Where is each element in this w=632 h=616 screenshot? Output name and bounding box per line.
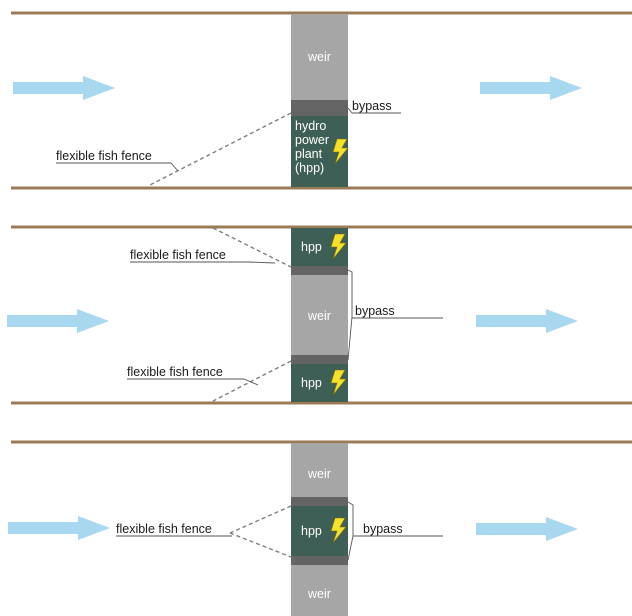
bypass-label-2: bypass — [355, 304, 395, 318]
hpp-label-3: hpp — [301, 524, 322, 538]
fence-label-2a: flexible fish fence — [130, 248, 226, 262]
bypass-leader-1 — [347, 107, 353, 114]
weir-block-1 — [291, 14, 348, 100]
fence-leader-1 — [170, 162, 179, 172]
panel-1: weir hydro power plant (hpp) bypass flex… — [11, 11, 632, 190]
flow-arrow-icon — [13, 76, 115, 100]
panel-2: hpp weir hpp bypass flexible fish fence … — [7, 225, 632, 405]
weir-label-1: weir — [307, 50, 331, 64]
flow-arrow-icon — [8, 516, 110, 540]
fish-fence-3a — [229, 505, 292, 534]
weir-block-2 — [291, 275, 348, 355]
fence-label-2b: flexible fish fence — [127, 365, 223, 379]
bypass-strip-3a — [291, 497, 348, 506]
flow-arrow-icon — [476, 517, 578, 541]
flow-arrow-icon — [476, 309, 578, 333]
bypass-strip-3b — [291, 556, 348, 565]
fence-leader-2a — [247, 261, 276, 264]
bypass-label-1: bypass — [352, 99, 392, 113]
fish-fence-2a — [212, 227, 292, 268]
bypass-strip-2a — [291, 266, 348, 275]
weir-block-3a — [291, 443, 348, 497]
hpp-long-label-line-1: hydro — [295, 119, 326, 133]
hpp-label-2b: hpp — [301, 376, 322, 390]
fence-label-1: flexible fish fence — [56, 149, 152, 163]
hpp-long-label-line-4: (hpp) — [295, 161, 324, 175]
weir-label-3b: weir — [307, 587, 331, 601]
fish-fence-2b — [212, 360, 292, 402]
flow-arrow-icon — [480, 76, 582, 100]
weir-block-3b — [291, 565, 348, 616]
bypass-label-3: bypass — [363, 522, 403, 536]
hpp-long-label-line-3: plant — [295, 147, 323, 161]
weir-label-3a: weir — [307, 467, 331, 481]
bypass-bracket-2 — [347, 269, 353, 361]
hpp-label-2a: hpp — [301, 240, 322, 254]
bypass-bracket-3 — [347, 501, 354, 561]
bypass-strip-2b — [291, 355, 348, 364]
fish-fence-1 — [147, 112, 292, 187]
panel-3: weir hpp weir bypass flexible fish fence — [8, 440, 632, 616]
fish-fence-3b — [229, 532, 292, 558]
fence-leader-2b — [243, 378, 259, 386]
weir-label-2: weir — [307, 309, 331, 323]
flow-arrow-icon — [7, 309, 109, 333]
bypass-strip-1 — [291, 100, 348, 116]
fence-label-3: flexible fish fence — [116, 522, 212, 536]
hpp-long-label-line-2: power — [295, 133, 329, 147]
